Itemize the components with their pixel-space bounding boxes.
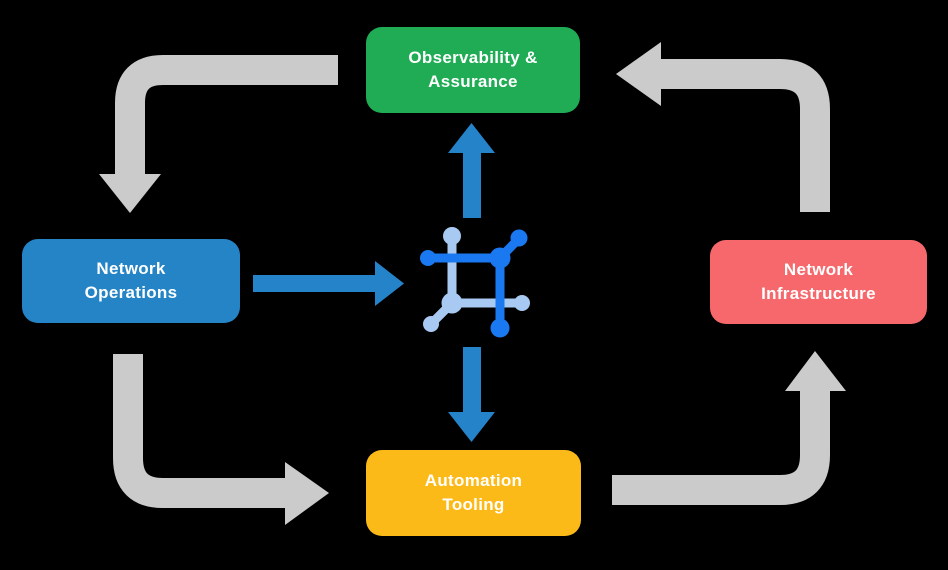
icon-node-dot: [443, 227, 461, 245]
network-automation-icon: [420, 227, 530, 338]
arrow-automation-to-infrastructure: [612, 351, 846, 505]
arrow-observability-to-operations: [99, 55, 338, 213]
arrow-infrastructure-to-observability: [616, 42, 830, 212]
icon-node-dot: [514, 295, 530, 311]
arrow-head: [616, 42, 661, 106]
arrow-operations-to-center: [253, 261, 404, 306]
node-label-line: Observability &: [408, 48, 538, 67]
node-network-infrastructure: Network Infrastructure: [710, 240, 927, 324]
node-automation-tooling: Automation Tooling: [366, 450, 581, 536]
icon-node-dot: [423, 316, 439, 332]
arrow-center-to-automation: [448, 347, 495, 442]
node-label-line: Automation: [424, 471, 523, 490]
icon-node-dot: [490, 318, 510, 338]
arrow-shaft: [113, 354, 287, 508]
node-label-line: Network: [783, 260, 854, 279]
node-network-operations: Network Operations: [22, 239, 240, 323]
arrow-shaft: [612, 390, 830, 505]
arrow-operations-to-automation: [113, 354, 329, 525]
node-label-line: Assurance: [428, 72, 518, 91]
node-label-line: Network: [96, 259, 166, 278]
arrow-head: [99, 174, 161, 213]
node-label-line: Tooling: [442, 495, 505, 514]
node-label-line: Operations: [84, 283, 178, 302]
arrow-shaft: [660, 59, 830, 212]
arrow-head: [285, 462, 329, 525]
arrow-center-to-observability: [448, 123, 495, 218]
arrow-head: [785, 351, 846, 391]
icon-junction-dot: [489, 247, 511, 269]
icon-node-dot: [510, 229, 528, 247]
icon-node-dot: [420, 250, 436, 266]
arrow-shaft: [115, 55, 338, 176]
icon-junction-dot: [441, 292, 463, 314]
node-label-line: Infrastructure: [761, 284, 876, 303]
node-observability-assurance: Observability & Assurance: [366, 27, 580, 113]
